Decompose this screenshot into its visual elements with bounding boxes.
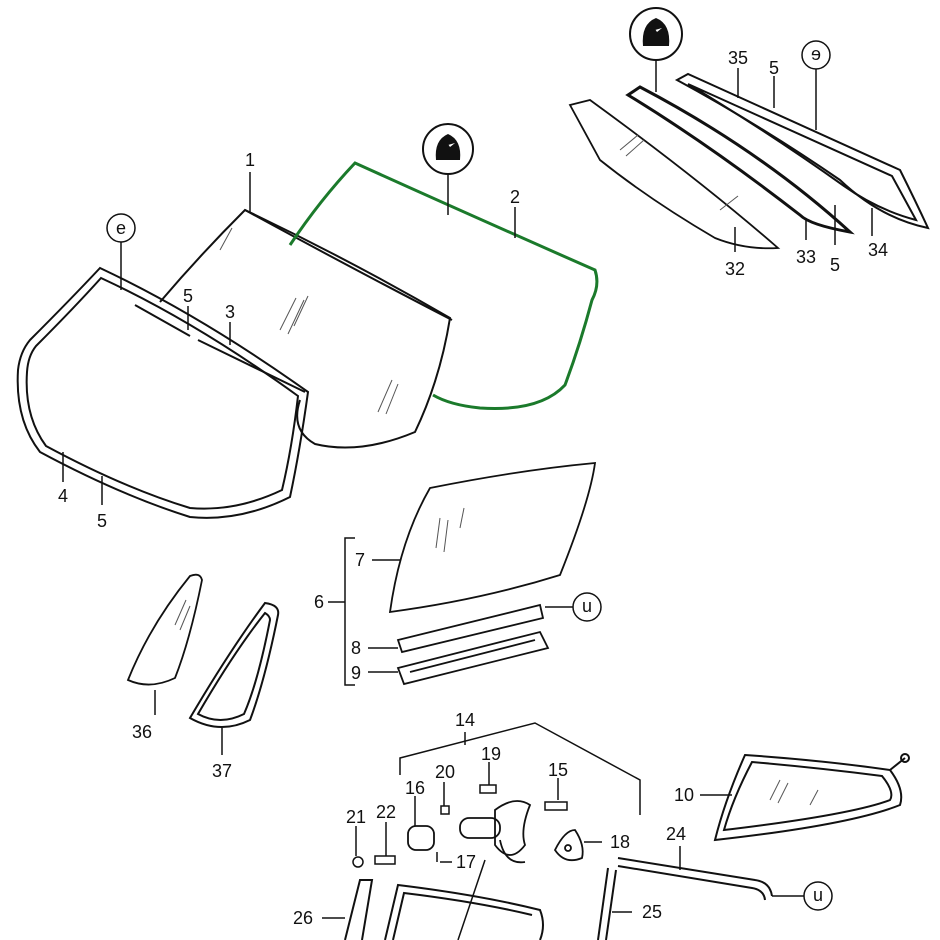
callout-16: 16	[405, 778, 425, 798]
callout-5: 5	[97, 511, 107, 531]
callout-5: 5	[769, 58, 779, 78]
callout-2: 2	[510, 187, 520, 207]
vent-seal-part-37	[188, 601, 280, 729]
rear-glass-part-32	[568, 99, 781, 250]
callout-37: 37	[212, 761, 232, 781]
door-glass-part-7	[388, 461, 597, 614]
latch-rod	[457, 859, 486, 940]
door-glass-reflection	[435, 507, 465, 553]
windshield-seal-part-4	[16, 266, 310, 519]
callout-1: 1	[245, 150, 255, 170]
callout-6: 6	[314, 592, 324, 612]
trim-strip-part-3	[134, 304, 306, 393]
u-circle-marker: u	[572, 592, 602, 622]
windshield-leaders	[62, 172, 516, 505]
callout-33: 33	[796, 247, 816, 267]
callout-9: 9	[351, 663, 361, 683]
callout-32: 32	[725, 259, 745, 279]
glass-reflection-1	[219, 227, 399, 415]
callout-7: 7	[355, 550, 365, 570]
callout-5: 5	[183, 286, 193, 306]
vent-glass-part-36	[126, 573, 203, 686]
callout-19: 19	[481, 744, 501, 764]
latch-leaders	[355, 762, 602, 863]
latch-part	[459, 800, 532, 864]
callout-25: 25	[642, 902, 662, 922]
lower-window-frame	[384, 883, 544, 940]
group-6-bracket	[328, 537, 400, 686]
quarter-window-part-10	[713, 753, 910, 842]
seal-part-25	[597, 867, 617, 940]
rear-badge-icon	[629, 7, 683, 61]
screws	[352, 784, 568, 868]
u-circle-marker: u	[803, 881, 833, 911]
rear-leaders	[734, 68, 873, 252]
door-strip-part-8	[396, 603, 545, 654]
callout-24: 24	[666, 824, 686, 844]
rear-seal-part-33	[625, 85, 855, 235]
callout-21: 21	[346, 807, 366, 827]
windshield-glass-part-1	[159, 208, 453, 449]
knob-part-16	[407, 825, 435, 851]
callout-34: 34	[868, 240, 888, 260]
rear-seal-part-34	[674, 72, 930, 230]
callout-18: 18	[610, 832, 630, 852]
callout-26: 26	[293, 908, 313, 928]
callout-36: 36	[132, 722, 152, 742]
svg-text:u: u	[813, 885, 823, 905]
door-channel-part-9	[396, 630, 550, 686]
callout-15: 15	[548, 760, 568, 780]
svg-text:u: u	[582, 596, 592, 616]
callout-4: 4	[58, 486, 68, 506]
callout-20: 20	[435, 762, 455, 782]
rear-glass-reflection	[619, 134, 739, 211]
callout-22: 22	[376, 802, 396, 822]
svg-text:ɘ: ɘ	[811, 44, 821, 64]
plate-part-18	[553, 829, 584, 862]
windshield-badge-icon	[422, 123, 474, 175]
trim-part-24	[617, 857, 773, 901]
group-14-bracket	[399, 722, 641, 815]
callout-35: 35	[728, 48, 748, 68]
vent-glass-reflection	[174, 599, 191, 631]
callout-17: 17	[456, 852, 476, 872]
callout-8: 8	[351, 638, 361, 658]
callout-3: 3	[225, 302, 235, 322]
strip-part-26	[344, 879, 374, 940]
d-circle-marker: ɘ	[801, 40, 831, 70]
callout-5: 5	[830, 255, 840, 275]
callout-14: 14	[455, 710, 475, 730]
svg-text:e: e	[116, 218, 126, 238]
quarter-window-reflection	[769, 779, 819, 806]
e-circle-marker: e	[106, 213, 136, 243]
windshield-outline-part-2	[288, 161, 599, 410]
callout-10: 10	[674, 785, 694, 805]
